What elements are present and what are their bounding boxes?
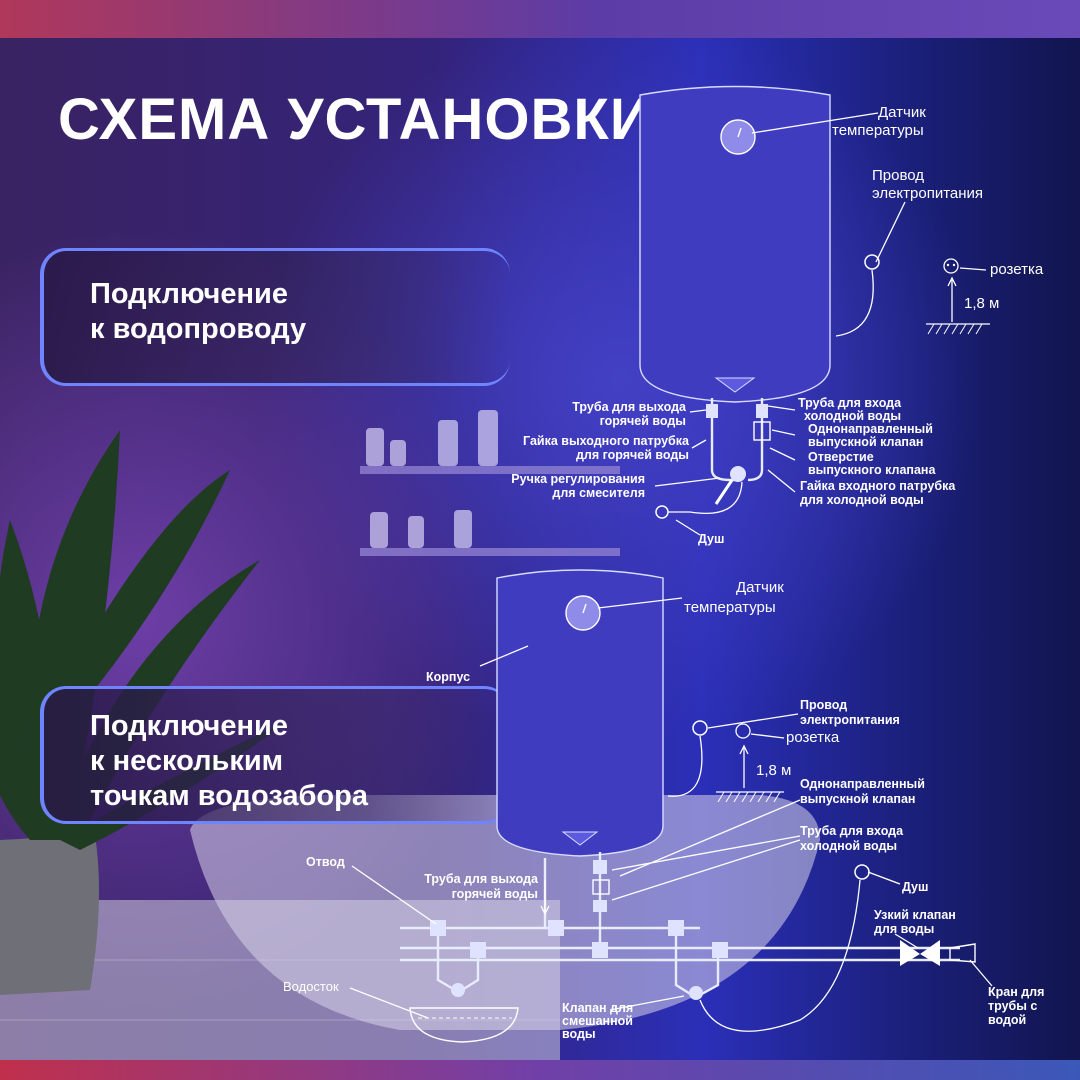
bottles (366, 410, 498, 548)
card-water-supply-text: Подключение к водопроводу (90, 278, 307, 345)
mixer-icon (730, 466, 746, 482)
card-water-supply: Подключение к водопроводу (40, 248, 510, 386)
label-height-1: 1,8 м (964, 295, 999, 312)
shower-head-icon (854, 864, 870, 880)
faucet-icon (689, 986, 703, 1000)
label-drain-2: Водосток (283, 979, 339, 994)
bathtub (190, 795, 820, 1030)
faucet-icon (451, 983, 465, 997)
label-body-2: Корпус (426, 670, 470, 684)
heater-tank-1 (639, 85, 831, 403)
card-multiple-points-text: Подключение к нескольким точкам водозабо… (90, 710, 368, 812)
label-height-2: 1,8 м (756, 762, 791, 779)
label-socket-1: розетка (990, 261, 1044, 278)
page-title: СХЕМА УСТАНОВКИ (58, 87, 653, 152)
label-branch-2: Отвод (306, 855, 345, 869)
bottom-gradient-bar (0, 1060, 1080, 1080)
narrow-valve-icon (900, 940, 940, 966)
card-multiple-points: Подключение к нескольким точкам водозабо… (40, 686, 510, 824)
label-shower-1: Душ (698, 532, 724, 546)
shelf-upper (360, 466, 620, 474)
top-gradient-bar (0, 0, 1080, 38)
shower-head-icon (655, 505, 669, 519)
plant-pot (0, 835, 99, 995)
heater-tank-2 (496, 569, 664, 857)
socket-icon (735, 723, 751, 739)
plug-icon (692, 720, 708, 736)
basin-icon (409, 1007, 519, 1043)
socket-icon (943, 258, 959, 274)
tap-icon (949, 943, 976, 963)
shelf-lower (360, 548, 620, 556)
plug-icon (864, 254, 880, 270)
label-shower-2: Душ (902, 880, 928, 894)
label-socket-2: розетка (786, 729, 840, 746)
